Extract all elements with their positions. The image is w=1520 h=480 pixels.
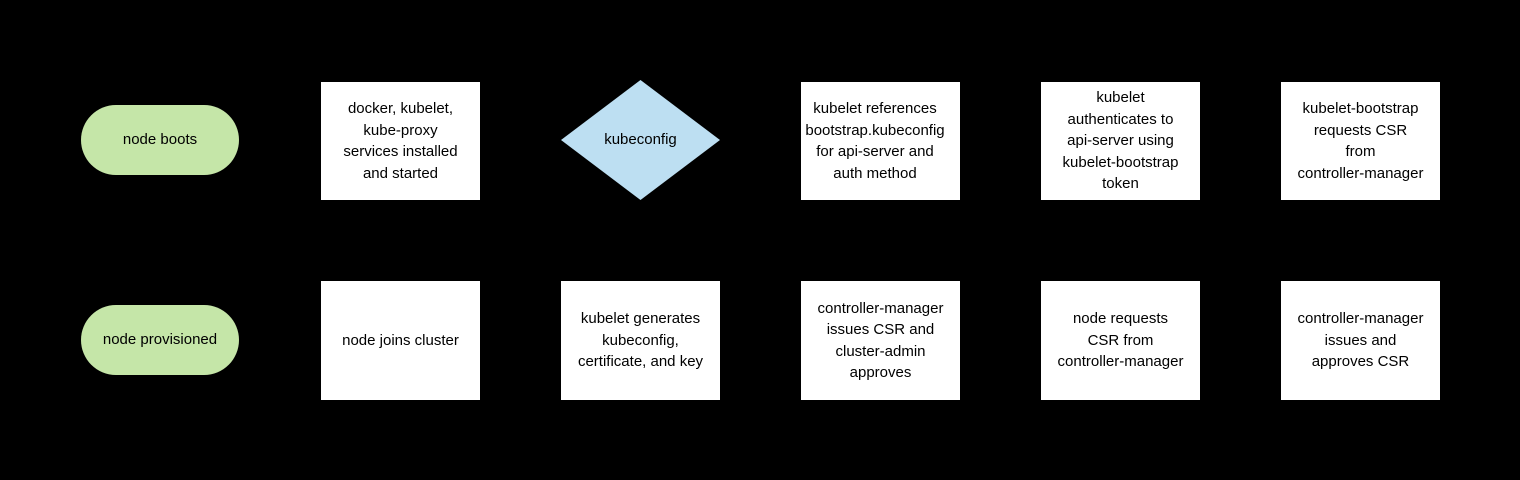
flow-node-kubeconfig-decision[interactable]: kubeconfig xyxy=(561,80,720,200)
flow-node-kubelet-references-bootstrap[interactable]: kubelet references bootstrap.kubeconfig … xyxy=(801,82,960,200)
flow-node-label: node boots xyxy=(122,131,198,149)
flow-node-node-boots[interactable]: node boots xyxy=(81,105,239,175)
flow-node-controller-manager-issues-csr[interactable]: controller-manager issues CSR and cluste… xyxy=(801,281,960,400)
flow-node-services-installed[interactable]: docker, kubelet, kube-proxy services ins… xyxy=(321,82,480,200)
flow-node-kubelet-authenticates[interactable]: kubelet authenticates to api-server usin… xyxy=(1041,82,1200,200)
flow-node-kubelet-generates[interactable]: kubelet generates kubeconfig, certificat… xyxy=(561,281,720,400)
flow-node-label: controller-manager issues CSR and cluste… xyxy=(817,299,944,382)
flow-node-label: kubeconfig xyxy=(604,131,677,149)
flow-node-label: kubelet generates kubeconfig, certificat… xyxy=(577,310,704,371)
flow-node-node-requests-csr[interactable]: node requests CSR from controller-manage… xyxy=(1041,281,1200,400)
flow-node-label: node joins cluster xyxy=(342,331,459,349)
flow-node-label: kubelet-bootstrap requests CSR from cont… xyxy=(1297,100,1424,182)
flow-node-node-provisioned[interactable]: node provisioned xyxy=(81,305,239,375)
flow-node-label: docker, kubelet, kube-proxy services ins… xyxy=(343,100,458,182)
flow-node-label: node requests CSR from controller-manage… xyxy=(1057,310,1184,371)
flow-node-label: kubelet authenticates to api-server usin… xyxy=(1062,89,1179,193)
flow-node-label: controller-manager issues and approves C… xyxy=(1297,310,1424,371)
flow-node-kubelet-bootstrap-requests-csr[interactable]: kubelet-bootstrap requests CSR from cont… xyxy=(1281,82,1440,200)
flow-node-label: node provisioned xyxy=(102,331,218,349)
flow-node-controller-manager-approves[interactable]: controller-manager issues and approves C… xyxy=(1281,281,1440,400)
flow-node-label: kubelet references bootstrap.kubeconfig … xyxy=(805,100,945,182)
flow-node-node-joins-cluster[interactable]: node joins cluster xyxy=(321,281,480,400)
